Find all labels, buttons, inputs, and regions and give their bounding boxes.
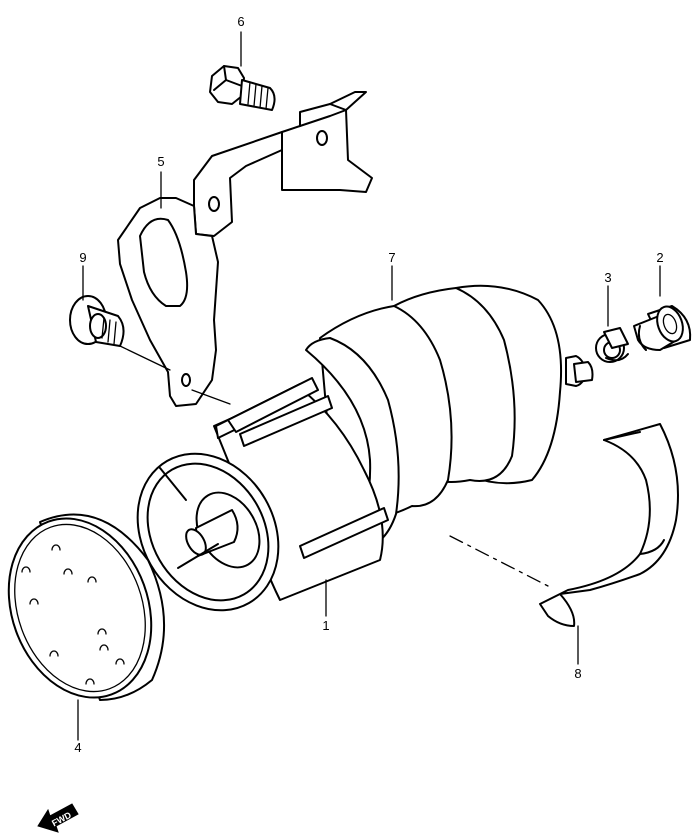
part-5-bracket [117,91,373,407]
part-4-cap [7,513,165,701]
part-3-clip [595,327,629,363]
label-part-8: 8 [574,666,581,681]
label-part-5: 5 [157,154,164,169]
callout-labels: 1 2 3 4 5 6 7 8 9 [74,14,663,755]
part-1-housing [136,377,389,612]
part-9-screw [69,295,125,347]
label-part-1: 1 [322,618,329,633]
label-part-7: 7 [388,250,395,265]
label-part-3: 3 [604,270,611,285]
part-6-bolt [209,65,276,111]
part-8-clamp [539,423,679,627]
label-part-6: 6 [237,14,244,29]
leader-lines [77,31,661,741]
fwd-arrow-icon: FWD [37,803,79,833]
part-2-sleeve [633,305,692,351]
label-part-4: 4 [74,740,81,755]
label-part-9: 9 [79,250,86,265]
label-part-2: 2 [656,250,663,265]
